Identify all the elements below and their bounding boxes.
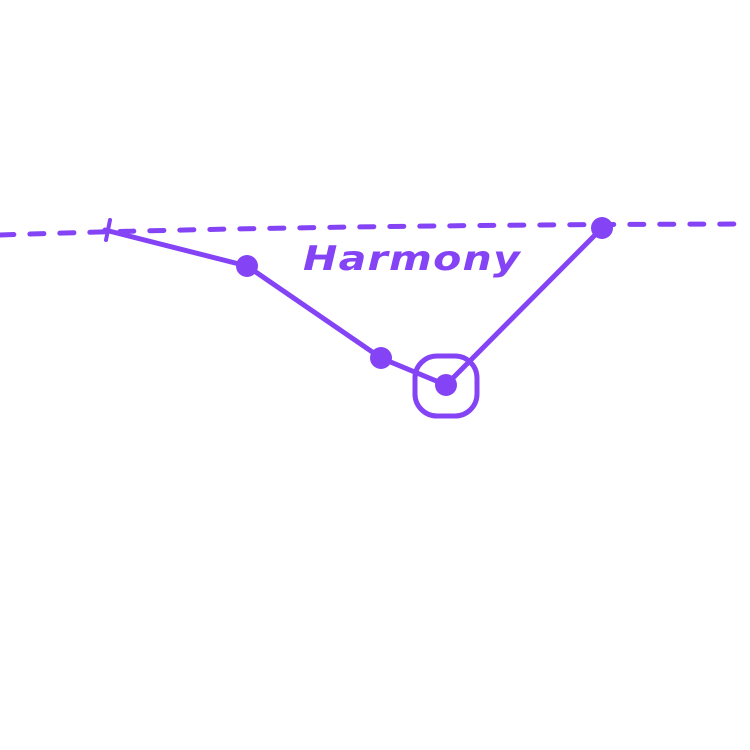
data-point bbox=[435, 374, 457, 396]
circle-square-marker-icon bbox=[412, 353, 480, 419]
data-point bbox=[591, 217, 613, 239]
dashed-baseline bbox=[0, 221, 748, 238]
data-point bbox=[236, 255, 258, 277]
harmony-label: Harmony bbox=[303, 239, 522, 279]
data-point bbox=[370, 347, 392, 369]
